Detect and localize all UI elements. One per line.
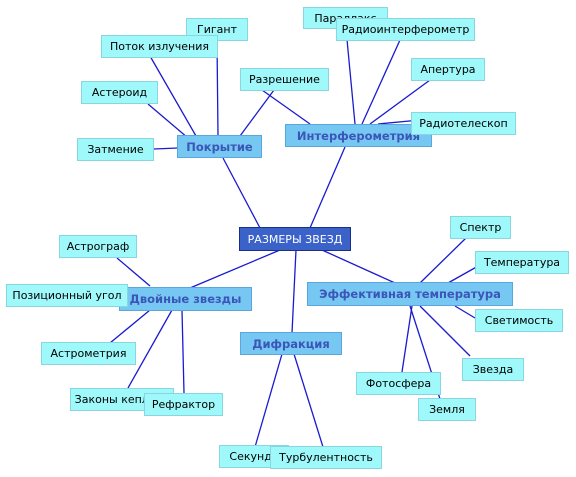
leaf-zemlya: Земля <box>418 398 476 421</box>
branch-effektivnaya-temperatura: Эффективная температура <box>307 282 513 306</box>
leaf-temperatura: Температура <box>475 251 569 274</box>
leaf-potok-izlucheniya: Поток излучения <box>101 35 218 58</box>
leaf-turbulentnost: Турбулентность <box>270 446 382 469</box>
leaf-zatmenie: Затмение <box>77 138 154 161</box>
leaf-astrograf: Астрограф <box>59 235 137 258</box>
leaf-zvezda: Звезда <box>462 358 524 381</box>
leaf-radioteleskop: Радиотелескоп <box>411 112 516 135</box>
leaf-refraktor: Рефрактор <box>144 393 223 416</box>
leaf-radiointerferometr: Радиоинтерферометр <box>336 18 475 41</box>
leaf-spektr: Спектр <box>450 216 511 239</box>
branch-difrakciya: Дифракция <box>240 332 342 355</box>
leaf-asteroid: Астероид <box>81 81 158 104</box>
leaf-apertura: Апертура <box>411 58 485 81</box>
leaf-pozicionnyi-ugol: Позиционный угол <box>6 284 128 307</box>
leaf-astrometriya: Астрометрия <box>41 342 136 365</box>
leaf-svetimost: Светимость <box>475 309 563 332</box>
branch-pokrytie: Покрытие <box>177 135 262 158</box>
branch-interferometriya: Интерферометрия <box>285 124 432 147</box>
leaf-fotosfera: Фотосфера <box>356 372 441 395</box>
branch-dvoinye-zvezdy: Двойные звезды <box>119 287 252 311</box>
leaf-razreshenie: Разрешение <box>240 68 329 91</box>
root-node: РАЗМЕРЫ ЗВЕЗД <box>239 227 351 251</box>
